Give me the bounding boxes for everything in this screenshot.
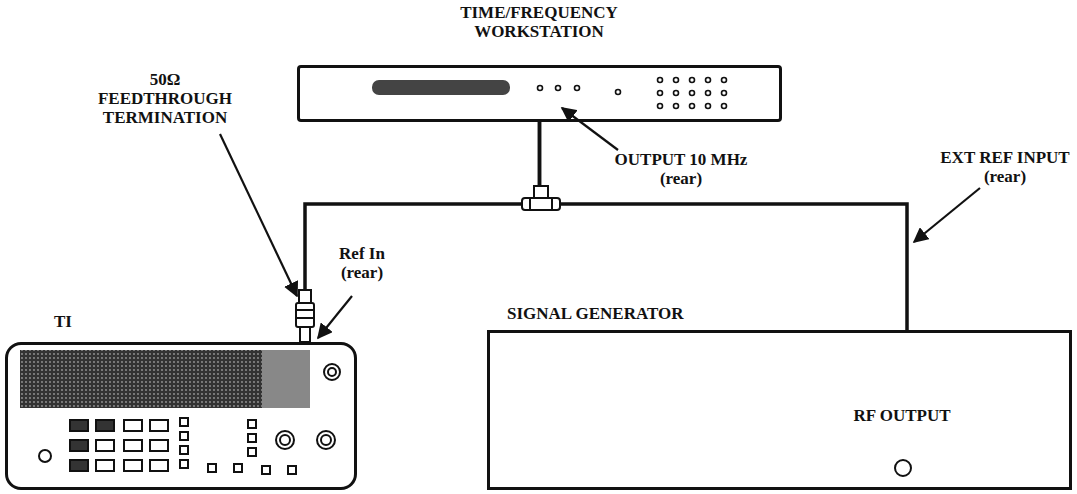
leader-arrows: [220, 108, 980, 338]
tee-connector: [522, 186, 560, 210]
part-callout: 50Ω FEEDTHROUGH TERMINATION: [90, 70, 240, 127]
feedthrough-termination: [296, 290, 314, 342]
node-title: TI: [43, 312, 83, 331]
port-callout: EXT REF INPUT (rear): [940, 148, 1070, 186]
instrument-box: TI: [5, 342, 357, 490]
generator-box: SIGNAL GENERATORRF OUTPUT: [487, 330, 1072, 490]
display-slot: [372, 80, 510, 95]
port-callout: OUTPUT 10 MHz (rear): [606, 150, 756, 188]
ti-controls: [39, 364, 340, 474]
node-title: SIGNAL GENERATOR: [507, 304, 737, 323]
node-title: TIME/FREQUENCY WORKSTATION: [414, 3, 664, 41]
display-window: [262, 350, 310, 408]
rf-connector: [895, 460, 911, 476]
port-callout: Ref In (rear): [322, 244, 402, 282]
workstation-box: TIME/FREQUENCY WORKSTATION: [297, 65, 782, 122]
panel-dots: [538, 78, 727, 109]
coax-cable: [305, 122, 540, 342]
port-label: RF OUTPUT: [847, 406, 957, 425]
coax-cable: [540, 122, 908, 330]
speaker-grille: [20, 350, 262, 408]
